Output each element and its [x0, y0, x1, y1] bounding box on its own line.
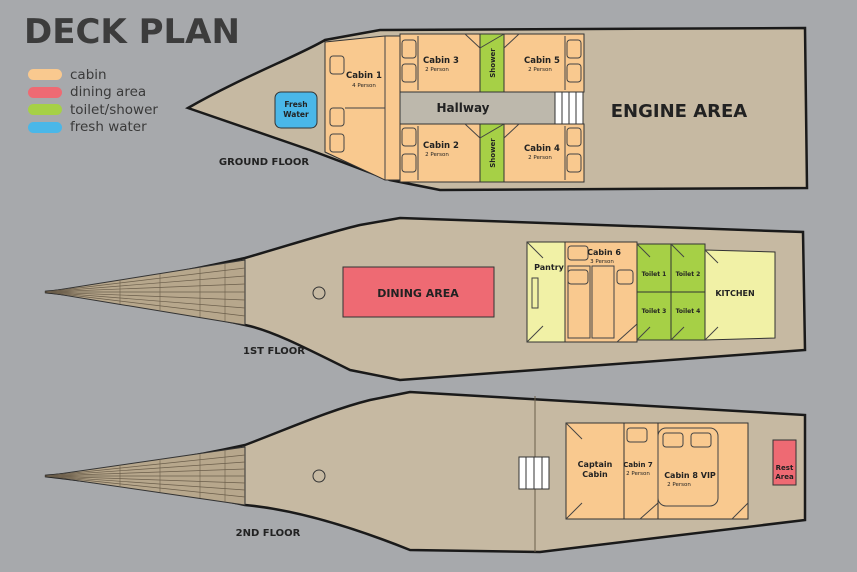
legend-item-dining: dining area — [28, 84, 158, 102]
ground-floor-label: GROUND FLOOR — [219, 157, 310, 168]
shower-top: Shower — [479, 33, 505, 93]
engine-area-label: ENGINE AREA — [611, 101, 748, 122]
page-title: DECK PLAN — [24, 12, 240, 52]
legend-swatch — [28, 121, 62, 133]
cabin-7: Cabin 7 2 Person — [623, 422, 659, 520]
cabin-1-capacity: 4 Person — [352, 83, 376, 89]
cabin-6: Cabin 6 3 Person — [564, 241, 638, 343]
toilets: Toilet 1 Toilet 2 Toilet 3 Toilet 4 — [636, 243, 706, 341]
toilet-2-label: Toilet 2 — [676, 271, 701, 278]
second-floor-hatch — [312, 469, 326, 483]
toilet-3-label: Toilet 3 — [642, 308, 667, 315]
cabin-3-name: Cabin 3 — [423, 56, 459, 66]
legend-swatch — [28, 104, 62, 116]
hallway-label: Hallway — [436, 101, 489, 115]
cabin-5: Cabin 5 2 Person — [503, 33, 585, 93]
cabin-1-name: Cabin 1 — [346, 71, 382, 81]
first-floor-label: 1ST FLOOR — [243, 346, 305, 357]
cabin-6-name: Cabin 6 — [587, 248, 621, 257]
pantry: Pantry — [526, 241, 566, 343]
kitchen: KITCHEN — [704, 249, 776, 341]
cabin-7-name: Cabin 7 — [623, 461, 653, 469]
second-floor-label: 2ND FLOOR — [236, 528, 301, 539]
legend-label: fresh water — [70, 119, 147, 136]
kitchen-label: KITCHEN — [715, 289, 754, 298]
shower-bottom-label: Shower — [489, 138, 497, 168]
second-floor-stairs — [518, 456, 550, 490]
cabin-2: Cabin 2 2 Person — [399, 123, 481, 183]
shower-top-label: Shower — [489, 48, 497, 78]
legend-label: cabin — [70, 66, 107, 83]
legend-swatch — [28, 86, 62, 98]
shower-bottom: Shower — [479, 123, 505, 183]
cabin-3: Cabin 3 2 Person — [399, 33, 481, 93]
legend: cabin dining area toilet/shower fresh wa… — [28, 66, 158, 136]
second-floor-bow-deck — [44, 446, 246, 506]
cabin-7-capacity: 2 Person — [626, 471, 650, 477]
legend-label: toilet/shower — [70, 101, 158, 118]
cabin-8-name: Cabin 8 VIP — [664, 471, 716, 480]
cabin-5-name: Cabin 5 — [524, 56, 560, 66]
pantry-label: Pantry — [534, 263, 565, 272]
cabin-4: Cabin 4 2 Person — [503, 123, 585, 183]
legend-item-cabin: cabin — [28, 66, 158, 84]
hallway: Hallway — [399, 91, 556, 125]
cabin-3-capacity: 2 Person — [425, 67, 449, 73]
cabin-2-name: Cabin 2 — [423, 141, 459, 151]
cabin-2-capacity: 2 Person — [425, 152, 449, 158]
ground-floor-stairs — [554, 91, 584, 125]
cabin-4-capacity: 2 Person — [528, 155, 552, 161]
cabin-4-name: Cabin 4 — [524, 144, 560, 154]
cabin-1: Cabin 1 4 Person — [324, 35, 401, 181]
first-floor-hatch — [312, 286, 326, 300]
cabin-5-capacity: 2 Person — [528, 67, 552, 73]
cabin-8-capacity: 2 Person — [667, 482, 691, 488]
cabin-8-vip: Cabin 8 VIP 2 Person — [657, 422, 749, 520]
first-floor-bow-deck — [44, 259, 246, 326]
legend-item-water: fresh water — [28, 119, 158, 137]
first-floor-deck: DINING AREA Pantry Cabin 6 3 Person — [44, 216, 807, 382]
legend-label: dining area — [70, 84, 147, 101]
toilet-4-label: Toilet 4 — [676, 308, 701, 315]
cabin-6-capacity: 3 Person — [590, 259, 614, 265]
legend-swatch — [28, 69, 62, 81]
toilet-1-label: Toilet 1 — [642, 271, 667, 278]
legend-item-toilet: toilet/shower — [28, 101, 158, 119]
dining-area: DINING AREA — [342, 266, 495, 318]
dining-area-label: DINING AREA — [377, 287, 459, 300]
